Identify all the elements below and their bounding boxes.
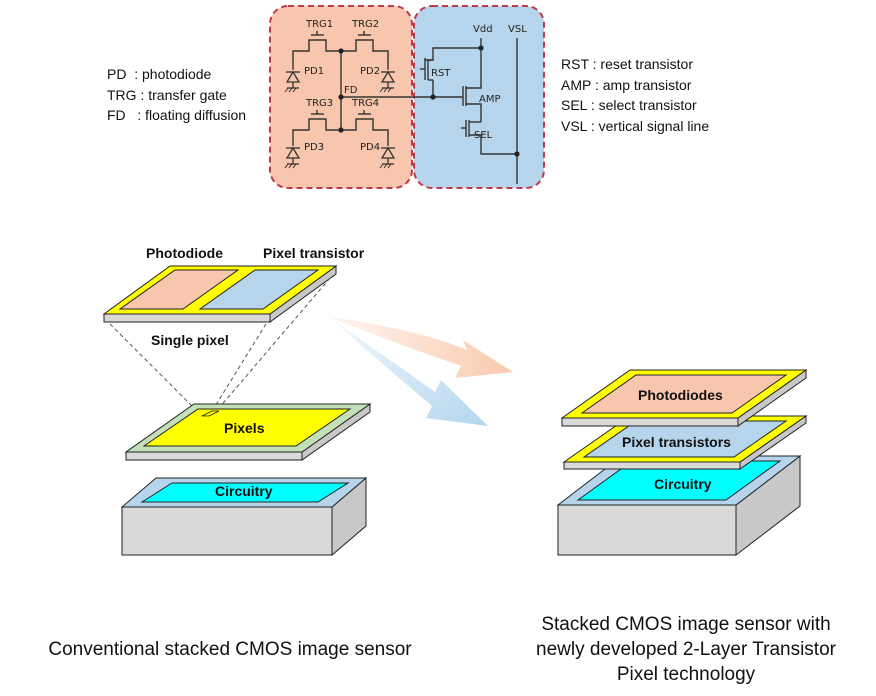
label-vsl: VSL bbox=[508, 24, 527, 35]
two-layer-stack: Circuitry Pixel transistors Photodiodes bbox=[556, 369, 808, 557]
circuit-nodes bbox=[338, 45, 520, 157]
legend-abbr: PD bbox=[107, 66, 127, 82]
label-photodiode: Photodiode bbox=[146, 245, 223, 261]
legend-sep: : bbox=[586, 117, 599, 134]
label-pd3: PD3 bbox=[304, 142, 324, 153]
legend-abbr: TRG bbox=[107, 86, 137, 103]
projection-lines bbox=[109, 277, 331, 409]
label-trg2: TRG2 bbox=[351, 19, 379, 30]
legend-abbr: AMP bbox=[561, 76, 592, 93]
label-trg3: TRG3 bbox=[305, 98, 333, 109]
legend-desc: reset transistor bbox=[600, 56, 694, 72]
legend-abbr: RST bbox=[561, 56, 589, 72]
single-pixel: Photodiode Pixel transistor Single pixel bbox=[102, 245, 365, 348]
pixel-transistor-region bbox=[198, 269, 320, 310]
label-circuitry: Circuitry bbox=[654, 476, 712, 492]
label-circuitry: Circuitry bbox=[215, 483, 273, 499]
legend-abbr: VSL bbox=[561, 117, 587, 134]
label-amp: AMP bbox=[479, 94, 501, 105]
pixels-layer bbox=[142, 408, 352, 447]
circuitry-layer bbox=[140, 482, 350, 503]
arrow-orange bbox=[326, 316, 513, 378]
legend-item-vsl: VSL : vertical signal line bbox=[561, 116, 709, 137]
single-pixel-marker bbox=[201, 410, 220, 417]
caption-conventional-text: Conventional stacked CMOS image sensor bbox=[48, 639, 412, 660]
legend-sep: : bbox=[126, 66, 143, 82]
transition-arrows bbox=[326, 316, 513, 426]
label-pd2: PD2 bbox=[360, 66, 380, 77]
legend-sep: : bbox=[588, 56, 601, 72]
legend-sep: : bbox=[136, 86, 149, 103]
legend-sep: : bbox=[591, 76, 603, 93]
photodiode-region bbox=[118, 269, 240, 310]
circuit-labels: TRG1 TRG2 TRG3 TRG4 PD1 PD2 PD3 PD4 FD R… bbox=[304, 19, 527, 153]
legend-right: RST : reset transistor AMP : amp transis… bbox=[561, 54, 709, 136]
caption-conventional: Conventional stacked CMOS image sensor bbox=[0, 637, 460, 662]
legend-item-pd: PD : photodiode bbox=[107, 64, 246, 85]
caption-line: Stacked CMOS image sensor with bbox=[541, 614, 831, 635]
circuitry-layer bbox=[576, 460, 782, 501]
legend-abbr: FD bbox=[107, 107, 126, 123]
label-vdd: Vdd bbox=[473, 24, 493, 35]
arrow-blue bbox=[330, 318, 488, 426]
label-trg1: TRG1 bbox=[305, 19, 333, 30]
label-photodiodes: Photodiodes bbox=[638, 387, 723, 403]
legend-item-rst: RST : reset transistor bbox=[561, 54, 709, 75]
label-pixel-transistors: Pixel transistors bbox=[622, 434, 731, 450]
legend-desc: select transistor bbox=[598, 97, 697, 113]
pixel-circuit bbox=[292, 31, 518, 184]
caption-line: Pixel technology bbox=[616, 664, 756, 685]
legend-desc: photodiode bbox=[142, 66, 212, 82]
label-single-pixel: Single pixel bbox=[151, 332, 229, 348]
legend-item-fd: FD : floating diffusion bbox=[107, 105, 246, 126]
label-pixel-transistor: Pixel transistor bbox=[263, 245, 365, 261]
legend-item-trg: TRG : transfer gate bbox=[107, 85, 246, 106]
legend-desc: floating diffusion bbox=[145, 107, 247, 123]
label-trg4: TRG4 bbox=[351, 98, 379, 109]
legend-left: PD : photodiode TRG : transfer gate FD :… bbox=[107, 64, 246, 126]
photodiodes-layer bbox=[580, 374, 788, 414]
caption-new-tech: Stacked CMOS image sensor with newly dev… bbox=[496, 612, 876, 687]
legend-desc: vertical signal line bbox=[598, 117, 710, 134]
label-pd1: PD1 bbox=[304, 66, 324, 77]
legend-sep: : bbox=[125, 107, 146, 123]
legend-desc: amp transistor bbox=[602, 76, 692, 93]
label-fd: FD bbox=[344, 85, 358, 96]
legend-desc: transfer gate bbox=[148, 86, 227, 103]
legend-item-sel: SEL : select transistor bbox=[561, 95, 709, 116]
label-pd4: PD4 bbox=[360, 142, 380, 153]
pixel-transistors-layer bbox=[582, 420, 788, 458]
legend-sep: : bbox=[586, 97, 599, 113]
label-rst: RST bbox=[431, 68, 451, 79]
legend-abbr: SEL bbox=[561, 97, 587, 113]
legend-item-amp: AMP : amp transistor bbox=[561, 75, 709, 96]
caption-line: newly developed 2-Layer Transistor bbox=[536, 639, 836, 660]
label-sel: SEL bbox=[474, 130, 493, 141]
label-pixels: Pixels bbox=[224, 420, 265, 436]
conventional-stack: Circuitry Pixels bbox=[120, 403, 372, 557]
